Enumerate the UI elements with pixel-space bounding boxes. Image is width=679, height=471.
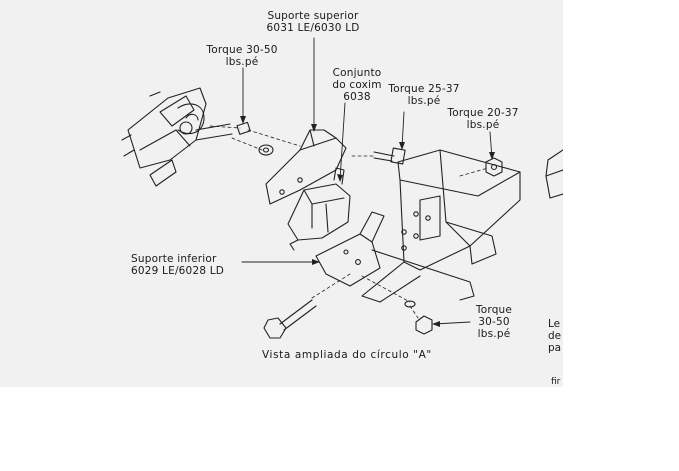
cut-off-text-bottom: fir	[551, 377, 561, 387]
rubber-mount-drawing	[287, 167, 351, 251]
label-torque-30-50-top: Torque 30-50 lbs.pé	[206, 44, 278, 68]
label-torque-20-37: Torque 20-37 lbs.pé	[447, 107, 519, 131]
label-torque-30-50-bottom: Torque 30-50 lbs.pé	[475, 304, 513, 340]
cut-off-text: Le de pa	[548, 318, 562, 354]
torque-25-37-bolt-drawing	[373, 147, 406, 165]
washer-drawing	[258, 144, 274, 156]
torque-20-37-nut-drawing	[485, 157, 503, 177]
frame-rail-drawing	[361, 149, 521, 303]
cut-off-neighbor-drawing	[545, 149, 563, 199]
top-left-nut-drawing	[236, 121, 251, 135]
long-bolt-drawing	[263, 299, 317, 339]
alignment-lines	[209, 125, 489, 319]
leader-lines	[241, 37, 493, 325]
bottom-nut-drawing	[404, 300, 433, 335]
engine-mount-exploded-drawing	[121, 37, 563, 339]
label-conjunto-do-coxim: Conjunto do coxim 6038	[332, 67, 382, 103]
caption-vista-ampliada: Vista ampliada do círculo "A"	[262, 349, 432, 361]
engine-block-drawing	[121, 87, 233, 187]
diagram-scan: Suporte superior 6031 LE/6030 LD Torque …	[0, 0, 563, 387]
label-torque-25-37: Torque 25-37 lbs.pé	[388, 83, 460, 107]
leader-arrowheads	[240, 116, 495, 327]
lower-bracket-drawing	[315, 211, 385, 287]
label-suporte-superior: Suporte superior 6031 LE/6030 LD	[266, 10, 360, 34]
label-suporte-inferior: Suporte inferior 6029 LE/6028 LD	[131, 253, 225, 277]
